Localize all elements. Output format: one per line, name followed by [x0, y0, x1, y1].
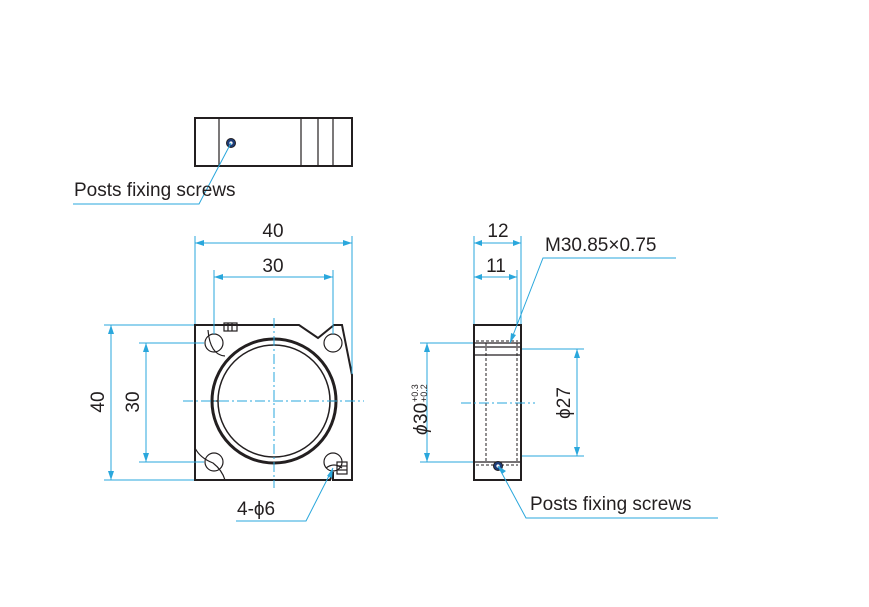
side-dimensions: 12 11 M30.85×0.75 ϕ 30 +0.3 +0.2 ϕ27 — [410, 221, 718, 519]
top-view-screw-label: Posts fixing screws — [74, 180, 236, 201]
thread-diameter: ϕ27 — [554, 387, 575, 419]
bore-tol-upper: +0.3 — [410, 384, 420, 402]
dim-arrow — [327, 468, 333, 478]
top-view-screw-leader — [73, 142, 232, 205]
dim-arrow — [424, 453, 430, 462]
dim-height-holes: 30 — [123, 391, 144, 412]
dim-arrow — [343, 240, 352, 246]
holes-leader — [236, 467, 334, 522]
dim-width-holes: 30 — [262, 256, 283, 277]
dim-height-outer: 40 — [88, 391, 109, 412]
front-view — [183, 318, 364, 488]
dim-side-width-outer: 12 — [487, 221, 508, 242]
dim-arrow — [574, 447, 580, 456]
thread-label: M30.85×0.75 — [545, 235, 656, 256]
dim-arrow — [214, 274, 223, 280]
dim-arrow — [474, 240, 482, 246]
front-view-hole — [323, 333, 343, 353]
top-view: Posts fixing screws — [73, 117, 353, 205]
dim-arrow — [424, 343, 430, 352]
bore-diameter: 30 — [411, 403, 432, 424]
bore-dimension-label: ϕ 30 +0.3 +0.2 — [410, 384, 432, 435]
dim-arrow — [498, 466, 506, 474]
side-view — [461, 324, 535, 481]
front-view-screw — [223, 322, 238, 332]
dim-arrow — [143, 453, 149, 462]
dim-arrow — [143, 343, 149, 352]
dim-arrow — [324, 274, 333, 280]
holes-label: 4-ϕ6 — [237, 499, 275, 520]
dim-arrow — [510, 333, 516, 343]
dim-arrow — [509, 274, 517, 280]
front-view-slot — [194, 447, 226, 481]
front-view-body — [194, 324, 353, 481]
bore-tol-lower: +0.2 — [419, 384, 429, 402]
side-view-screw-label: Posts fixing screws — [530, 494, 692, 515]
front-view-screw — [336, 461, 348, 475]
side-screw-leader — [497, 465, 718, 519]
dim-arrow — [474, 274, 482, 280]
dim-arrow — [513, 240, 521, 246]
dim-arrow — [108, 325, 114, 334]
thread-leader — [509, 257, 676, 344]
dim-side-width-inner: 11 — [486, 256, 506, 277]
dim-arrow — [108, 471, 114, 480]
front-dimensions: 40 30 40 30 4-ϕ6 — [88, 221, 353, 522]
dim-arrow — [195, 240, 204, 246]
top-view-body — [194, 117, 353, 167]
dim-width-outer: 40 — [262, 221, 283, 242]
front-view-slot — [207, 329, 226, 357]
bore-phi-symbol: ϕ — [411, 424, 432, 435]
dim-arrow — [574, 349, 580, 358]
front-view-hole — [204, 452, 224, 472]
